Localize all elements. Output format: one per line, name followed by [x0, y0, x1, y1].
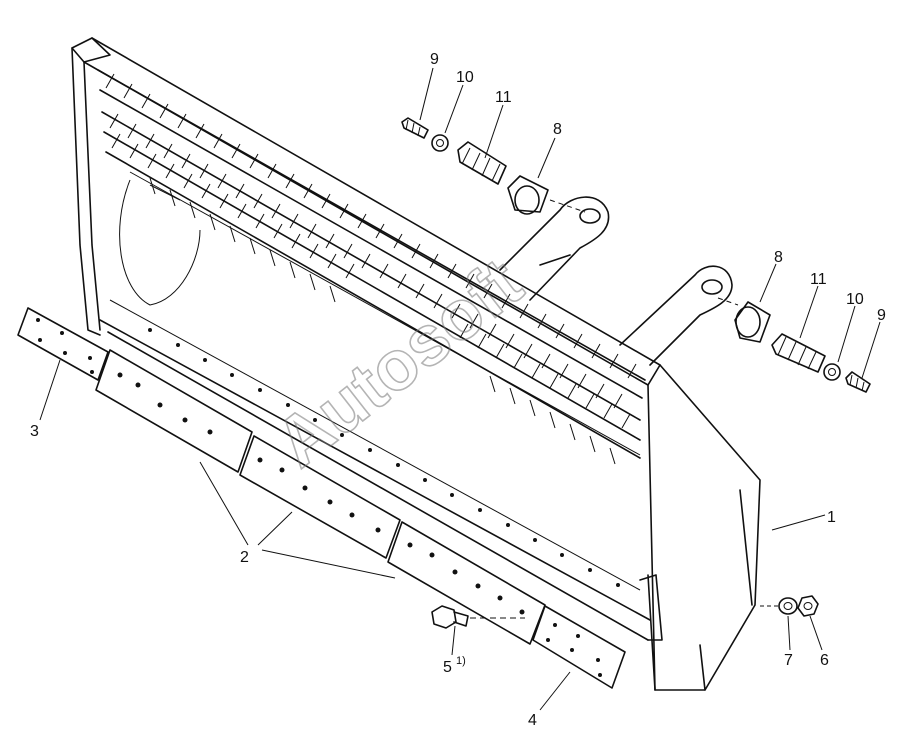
- bucket-body: [71, 37, 761, 691]
- callout-7: 7: [784, 652, 793, 669]
- wear-plate-3: [17, 307, 109, 381]
- wear-plate-4: [532, 605, 626, 689]
- callout-5-note: 1): [456, 655, 466, 667]
- callout-9-right: 9: [877, 307, 886, 324]
- callout-8-right: 8: [774, 249, 783, 266]
- callout-3: 3: [30, 423, 39, 440]
- callouts: 1 2 3 4 5 1) 6 7 8 8 9 9 10 10 11 11: [30, 51, 886, 729]
- pin-assembly-right: [717, 297, 871, 393]
- leader-lines: [39, 67, 881, 711]
- callout-8-top: 8: [553, 121, 562, 138]
- callout-9-top: 9: [430, 51, 439, 68]
- wear-plate-2b: [239, 435, 401, 559]
- callout-10-top: 10: [456, 69, 474, 86]
- callout-1: 1: [827, 509, 836, 526]
- bolt-5: [431, 605, 525, 629]
- callout-2: 2: [240, 549, 249, 566]
- wear-plate-2c: [387, 521, 546, 645]
- grille: [97, 69, 646, 465]
- callout-4: 4: [528, 712, 537, 729]
- callout-5: 5: [443, 659, 452, 676]
- watermark: Autosoft: [261, 243, 536, 482]
- callout-6: 6: [820, 652, 829, 669]
- floor-bolt-holes: [148, 328, 620, 587]
- wear-plate-2a: [95, 349, 253, 473]
- pin-assembly-top: [401, 117, 586, 215]
- washer-7: [778, 597, 798, 615]
- mounting-lugs: [499, 196, 733, 366]
- nut-6: [797, 595, 819, 617]
- callout-11-right: 11: [810, 271, 827, 288]
- callout-10-right: 10: [846, 291, 864, 308]
- callout-11-top: 11: [495, 89, 512, 106]
